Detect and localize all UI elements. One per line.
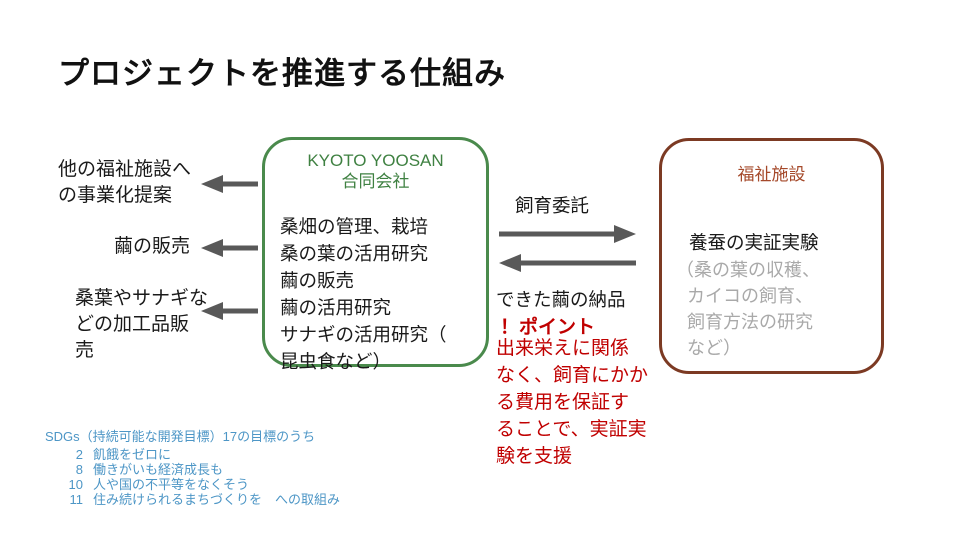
sdgs-goal-row: 8 働きがいも経済成長も bbox=[45, 462, 340, 477]
flow-label-breeding-consignment: 飼育委託 bbox=[515, 195, 590, 216]
facility-title: 福祉施設 bbox=[737, 165, 806, 184]
sdgs-goal-number: 2 bbox=[75, 447, 83, 462]
flow-label-cocoon-delivery: できた繭の納品 bbox=[496, 289, 626, 310]
activity-item: 繭の活用研究 bbox=[280, 297, 392, 318]
company-activities: 桑畑の管理、栽培 桑の葉の活用研究 繭の販売 繭の活用研究 サナギの活用研究（ … bbox=[280, 213, 486, 375]
company-name-line2: 合同会社 bbox=[341, 172, 410, 191]
sdgs-goal-number: 11 bbox=[69, 492, 84, 507]
output-label-processed-goods: 桑葉やサナギな どの加工品販 売 bbox=[75, 288, 209, 361]
output-label-business-proposal: 他の福祉施設へ の事業化提案 bbox=[58, 159, 192, 206]
output-label-cocoon-sales: 繭の販売 bbox=[114, 236, 191, 257]
activity-item: 桑畑の管理、栽培 bbox=[280, 216, 429, 237]
slide-title: プロジェクトを推進する仕組み bbox=[58, 56, 506, 91]
point-heading: ！ポイント bbox=[500, 317, 596, 338]
sdgs-goal-text: 人や国の不平等をなくそう bbox=[93, 477, 250, 492]
sdgs-goal-number: 10 bbox=[68, 477, 83, 492]
company-name: KYOTO YOOSAN 合同会社 bbox=[265, 150, 486, 192]
point-body: 出来栄えに関係 なく、飼育にかか る費用を保証す ることで、実証実 験を支援 bbox=[496, 338, 649, 467]
activity-item: サナギの活用研究（ 昆虫食など） bbox=[280, 324, 447, 372]
sdgs-goal-row: 10 人や国の不平等をなくそう bbox=[45, 477, 340, 492]
activity-item: 繭の販売 bbox=[280, 270, 355, 291]
facility-box: 福祉施設 養蚕の実証実験 （桑の葉の収穫、 カイコの飼育、 飼育方法の研究 など… bbox=[659, 138, 884, 374]
sdgs-heading: SDGs（持続可能な開発目標）17の目標のうち bbox=[45, 429, 316, 444]
company-name-line1: KYOTO YOOSAN bbox=[307, 151, 444, 170]
sdgs-goal-number: 8 bbox=[75, 462, 83, 477]
activity-item: 桑の葉の活用研究 bbox=[280, 243, 429, 264]
sdgs-goal-text: 飢餓をゼロに bbox=[93, 447, 172, 462]
facility-sub-activities: （桑の葉の収穫、 カイコの飼育、 飼育方法の研究 など） bbox=[676, 260, 820, 358]
sdgs-goal-row: 2 飢餓をゼロに bbox=[45, 447, 340, 462]
sdgs-goal-text: 働きがいも経済成長も bbox=[93, 462, 224, 477]
company-box: KYOTO YOOSAN 合同会社 桑畑の管理、栽培 桑の葉の活用研究 繭の販売… bbox=[262, 137, 489, 372]
sdgs-goals: 2 飢餓をゼロに 8 働きがいも経済成長も 10 人や国の不平等をなくそう 11… bbox=[45, 447, 340, 507]
sdgs-goal-text: 住み続けられるまちづくりを への取組み bbox=[93, 492, 341, 507]
facility-main-activity: 養蚕の実証実験 bbox=[689, 232, 819, 253]
sdgs-goal-row: 11 住み続けられるまちづくりを への取組み bbox=[45, 492, 341, 507]
